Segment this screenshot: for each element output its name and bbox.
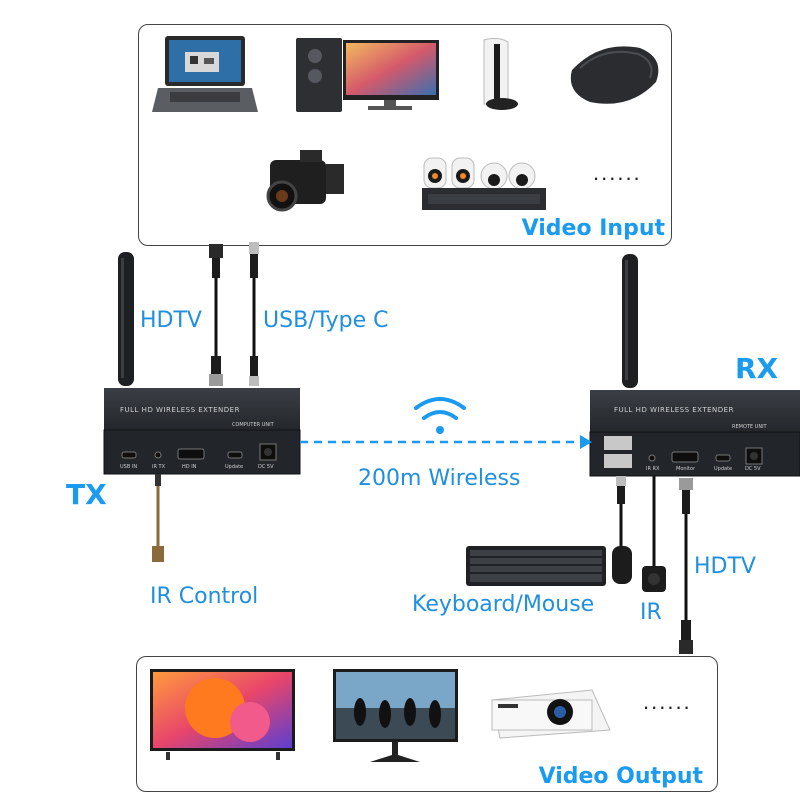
- rx-unit-sub: REMOTE UNIT: [732, 424, 768, 430]
- tx-label: TX: [66, 478, 107, 511]
- more-outputs-ellipsis: ......: [643, 689, 692, 714]
- tx-port-usb-in: USB IN: [120, 464, 137, 470]
- wifi-icon: [414, 397, 466, 434]
- projector-icon: [491, 689, 611, 739]
- keyboard-icon: [466, 546, 606, 586]
- ir-label: IR: [640, 600, 662, 625]
- tx-port-ir-tx: IR TX: [152, 464, 166, 470]
- video-input-title: Video Input: [521, 216, 665, 241]
- wireless-link-line: [300, 435, 592, 449]
- tx-antenna: [118, 252, 134, 386]
- rx-port-monitor: Monitor: [676, 466, 696, 472]
- hdtv-output-cable: [679, 478, 693, 654]
- ir-rx-cable: [642, 476, 666, 592]
- tx-unit-sub: COMPUTER UNIT: [232, 422, 275, 428]
- video-output-title: Video Output: [538, 764, 703, 789]
- cctv-nvr-icon: [422, 157, 546, 210]
- hdtv-output-label: HDTV: [694, 554, 756, 579]
- more-inputs-ellipsis: ......: [593, 160, 642, 185]
- camcorder-icon: [266, 150, 344, 212]
- rx-label: RX: [735, 352, 779, 385]
- tx-port-hd-in: HD IN: [182, 464, 197, 470]
- game-console-icon: [483, 37, 518, 110]
- rx-antenna: [622, 254, 638, 388]
- rx-port-update: Update: [714, 466, 732, 472]
- rx-port-ir-rx: IR RX: [646, 466, 660, 472]
- hdtv-input-label: HDTV: [140, 308, 202, 333]
- tx-port-dc5v: DC 5V: [258, 464, 274, 470]
- laptop-icon: [152, 36, 258, 112]
- monitor-icon: [333, 669, 458, 762]
- desktop-pc-icon: [296, 38, 439, 112]
- usb-dongle-cable: [612, 476, 632, 584]
- tx-unit-name: FULL HD WIRELESS EXTENDER: [120, 406, 240, 414]
- keyboard-mouse-label: Keyboard/Mouse: [412, 592, 595, 617]
- usb-type-c-label: USB/Type C: [263, 308, 389, 333]
- ir-tx-cable: [152, 474, 164, 562]
- tv-box-icon: [570, 46, 659, 104]
- tv-icon: [150, 669, 295, 760]
- rx-unit: FULL HD WIRELESS EXTENDER REMOTE UNIT IR…: [589, 390, 800, 477]
- rx-port-dc5v: DC 5V: [745, 466, 761, 472]
- hdtv-input-cable: [209, 244, 223, 386]
- tx-unit: FULL HD WIRELESS EXTENDER COMPUTER UNIT …: [103, 388, 301, 475]
- wireless-range-label: 200m Wireless: [358, 466, 521, 491]
- tx-port-update: Update: [225, 464, 243, 470]
- usb-input-cable: [249, 242, 259, 386]
- ir-control-label: IR Control: [150, 584, 259, 609]
- rx-unit-name: FULL HD WIRELESS EXTENDER: [614, 406, 734, 414]
